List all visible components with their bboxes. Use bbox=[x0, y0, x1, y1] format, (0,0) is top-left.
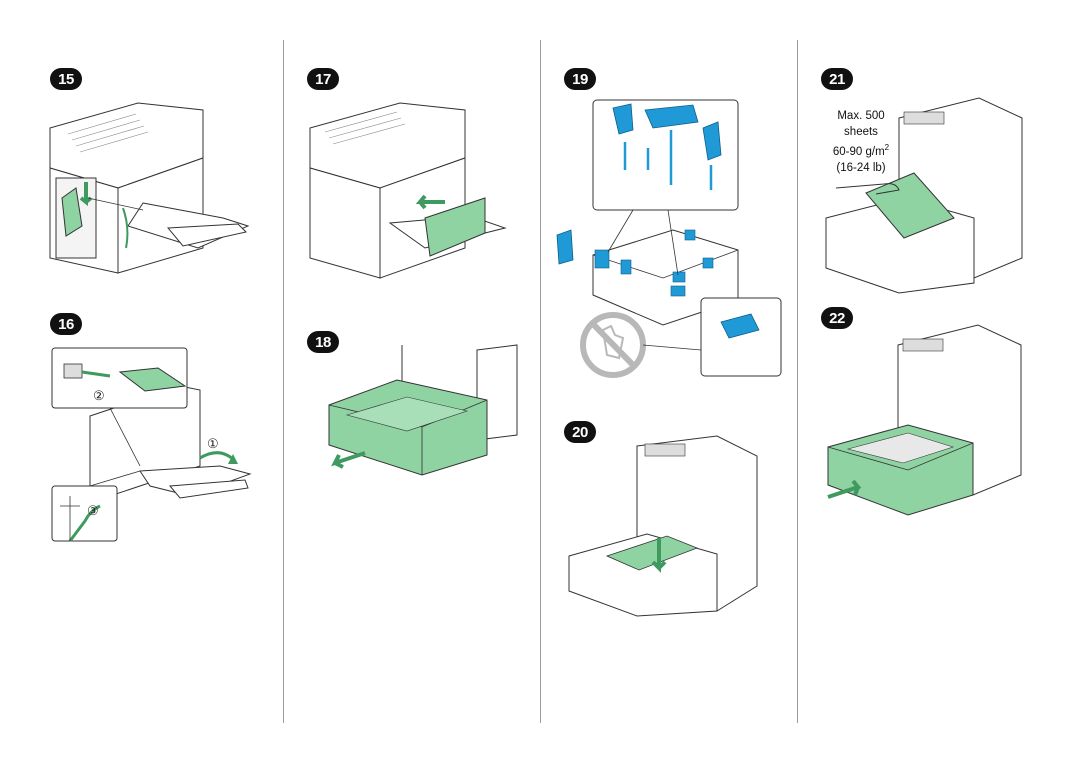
step-21-load-paper-illustration bbox=[825, 97, 1023, 294]
step-19-packing-illustration bbox=[556, 99, 782, 378]
step-16-printer-illustration bbox=[51, 347, 252, 542]
callout-1: ① bbox=[207, 436, 219, 451]
step-15-badge: 15 bbox=[50, 68, 82, 90]
paper-capacity-note: Max. 500 sheets 60-90 g/m2 (16-24 lb) bbox=[806, 108, 916, 176]
step-18-tray-illustration bbox=[328, 344, 518, 476]
step-20-tray-illustration bbox=[568, 435, 758, 617]
step-20-badge: 20 bbox=[564, 421, 596, 443]
column-divider-1 bbox=[283, 40, 284, 723]
column-divider-2 bbox=[540, 40, 541, 723]
step-16-badge: 16 bbox=[50, 313, 82, 335]
step-18-badge: 18 bbox=[307, 331, 339, 353]
column-divider-3 bbox=[797, 40, 798, 723]
step-17-printer-illustration bbox=[309, 102, 507, 279]
step-22-badge: 22 bbox=[821, 307, 853, 329]
paper-capacity-line1: Max. 500 bbox=[837, 110, 885, 122]
step-21-badge: 21 bbox=[821, 68, 853, 90]
step-19-badge: 19 bbox=[564, 68, 596, 90]
paper-weight-lb-line: (16-24 lb) bbox=[836, 161, 886, 174]
step-17-badge: 17 bbox=[307, 68, 339, 90]
step-22-insert-tray-illustration bbox=[827, 324, 1022, 516]
paper-capacity-line2: sheets bbox=[844, 126, 878, 138]
callout-3: ③ bbox=[87, 503, 99, 518]
step-15-printer-illustration bbox=[49, 102, 250, 274]
paper-weight-line: 60-90 g/m2 bbox=[832, 143, 890, 158]
callout-2: ② bbox=[93, 388, 105, 403]
